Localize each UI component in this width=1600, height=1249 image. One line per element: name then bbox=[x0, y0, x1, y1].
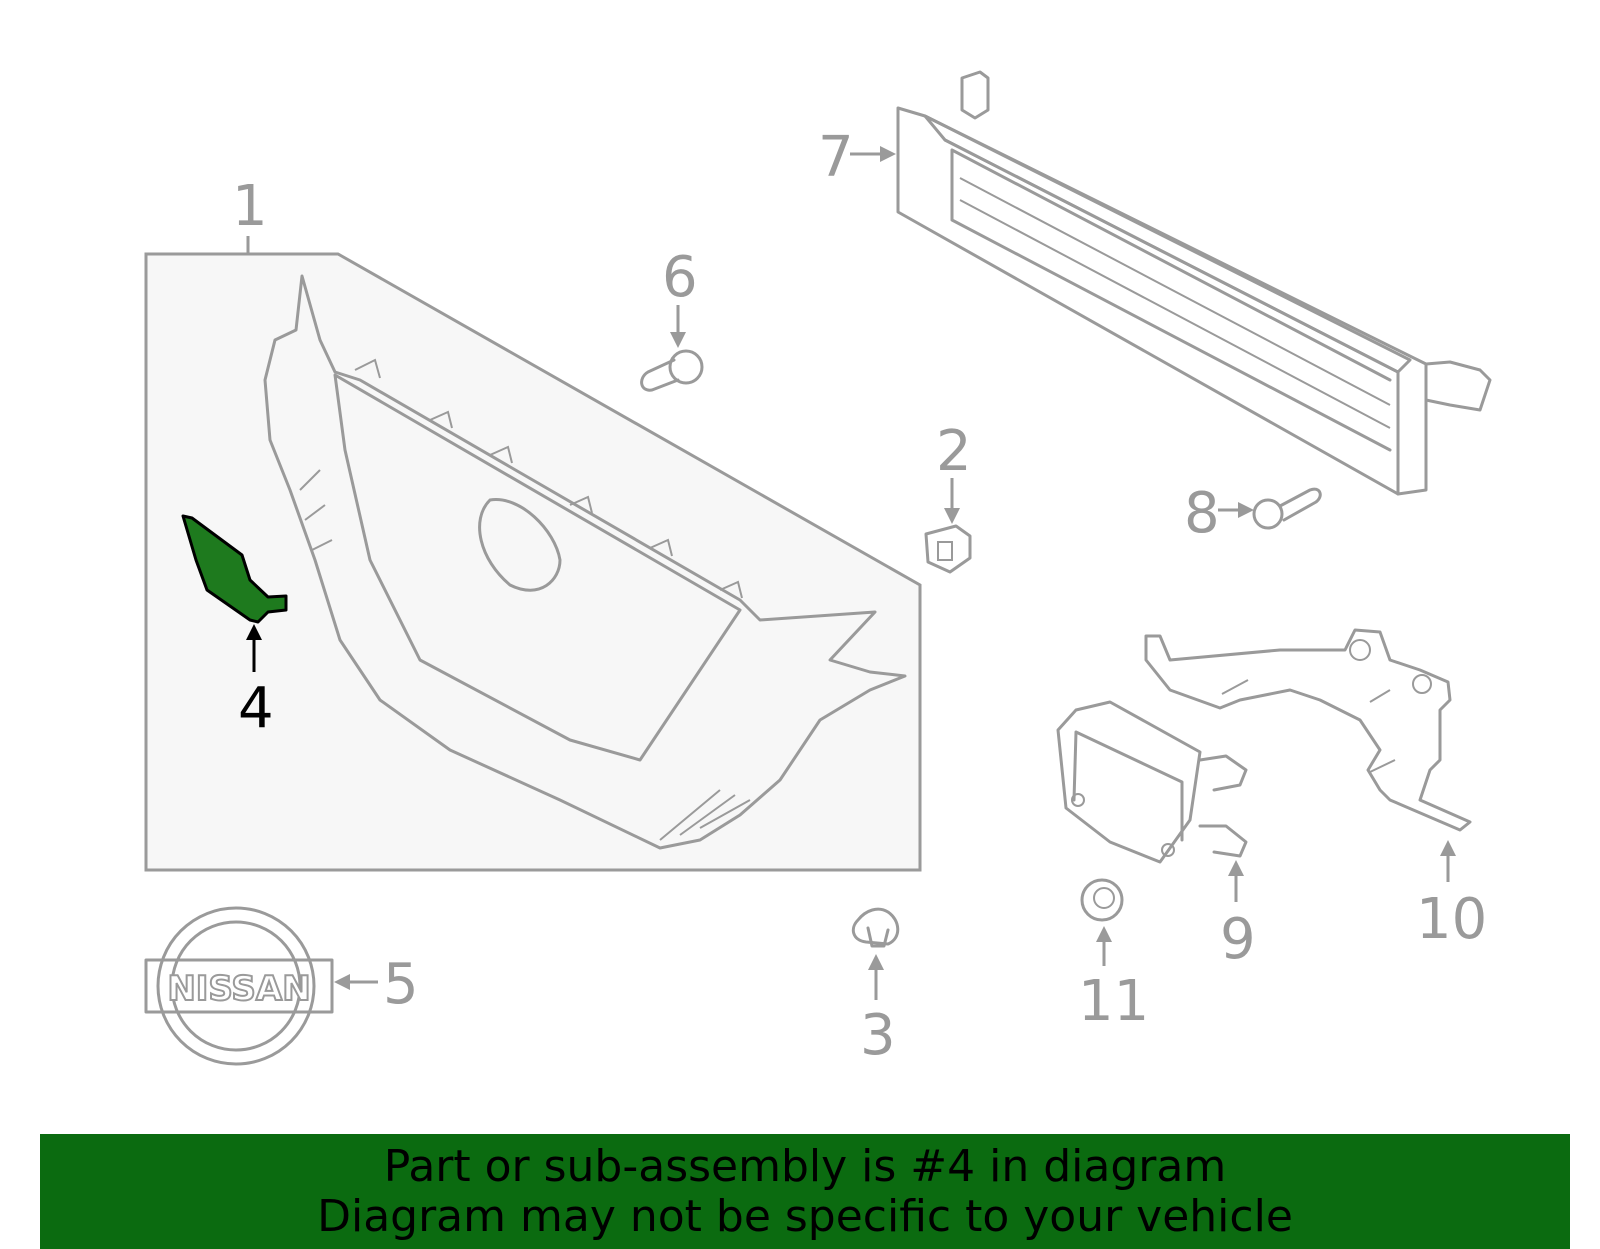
grille-assembly-group: 1 bbox=[144, 174, 922, 872]
banner-line-1: Part or sub-assembly is #4 in diagram bbox=[383, 1140, 1227, 1192]
arrowhead-4 bbox=[246, 624, 262, 640]
part-2-clip: 2 bbox=[924, 419, 972, 574]
arrowhead-7 bbox=[880, 146, 896, 162]
callout-10: 10 bbox=[1416, 887, 1487, 952]
callout-5: 5 bbox=[383, 952, 419, 1017]
callout-11: 11 bbox=[1078, 969, 1149, 1034]
callout-4: 4 bbox=[238, 676, 274, 741]
part-10-bracket: 10 bbox=[1144, 628, 1487, 952]
arrowhead-8 bbox=[1238, 502, 1254, 518]
part-7-panel: 7 bbox=[818, 70, 1492, 496]
arrowhead-10 bbox=[1440, 840, 1456, 856]
part-11-nut: 11 bbox=[1078, 878, 1149, 1034]
callout-7: 7 bbox=[818, 125, 854, 190]
arrowhead-5 bbox=[334, 974, 350, 990]
part-4-shape bbox=[181, 514, 288, 624]
banner-line-2: Diagram may not be specific to your vehi… bbox=[317, 1190, 1293, 1242]
arrowhead-3 bbox=[868, 954, 884, 970]
callout-8: 8 bbox=[1184, 481, 1220, 546]
part-4-highlight: 4 bbox=[181, 514, 288, 741]
part-8-bolt: 8 bbox=[1184, 481, 1322, 546]
part-5-emblem: NISSAN 5 bbox=[144, 906, 419, 1066]
emblem-text: NISSAN bbox=[167, 969, 310, 1009]
arrowhead-6 bbox=[670, 332, 686, 348]
part-6-clip: 6 bbox=[640, 245, 704, 392]
callout-3: 3 bbox=[860, 1003, 896, 1068]
callout-1: 1 bbox=[232, 174, 268, 239]
callout-2: 2 bbox=[936, 419, 972, 484]
callout-9: 9 bbox=[1220, 907, 1256, 972]
callout-6: 6 bbox=[662, 245, 698, 310]
part-3-clip: 3 bbox=[851, 907, 900, 1068]
part-9-module: 9 bbox=[1056, 700, 1256, 972]
arrowhead-9 bbox=[1228, 860, 1244, 876]
assembly-box bbox=[144, 252, 922, 872]
arrowhead-11 bbox=[1096, 926, 1112, 942]
info-banner: Part or sub-assembly is #4 in diagram Di… bbox=[40, 1134, 1570, 1249]
arrowhead-2 bbox=[944, 508, 960, 524]
grille-illustration bbox=[263, 274, 907, 850]
